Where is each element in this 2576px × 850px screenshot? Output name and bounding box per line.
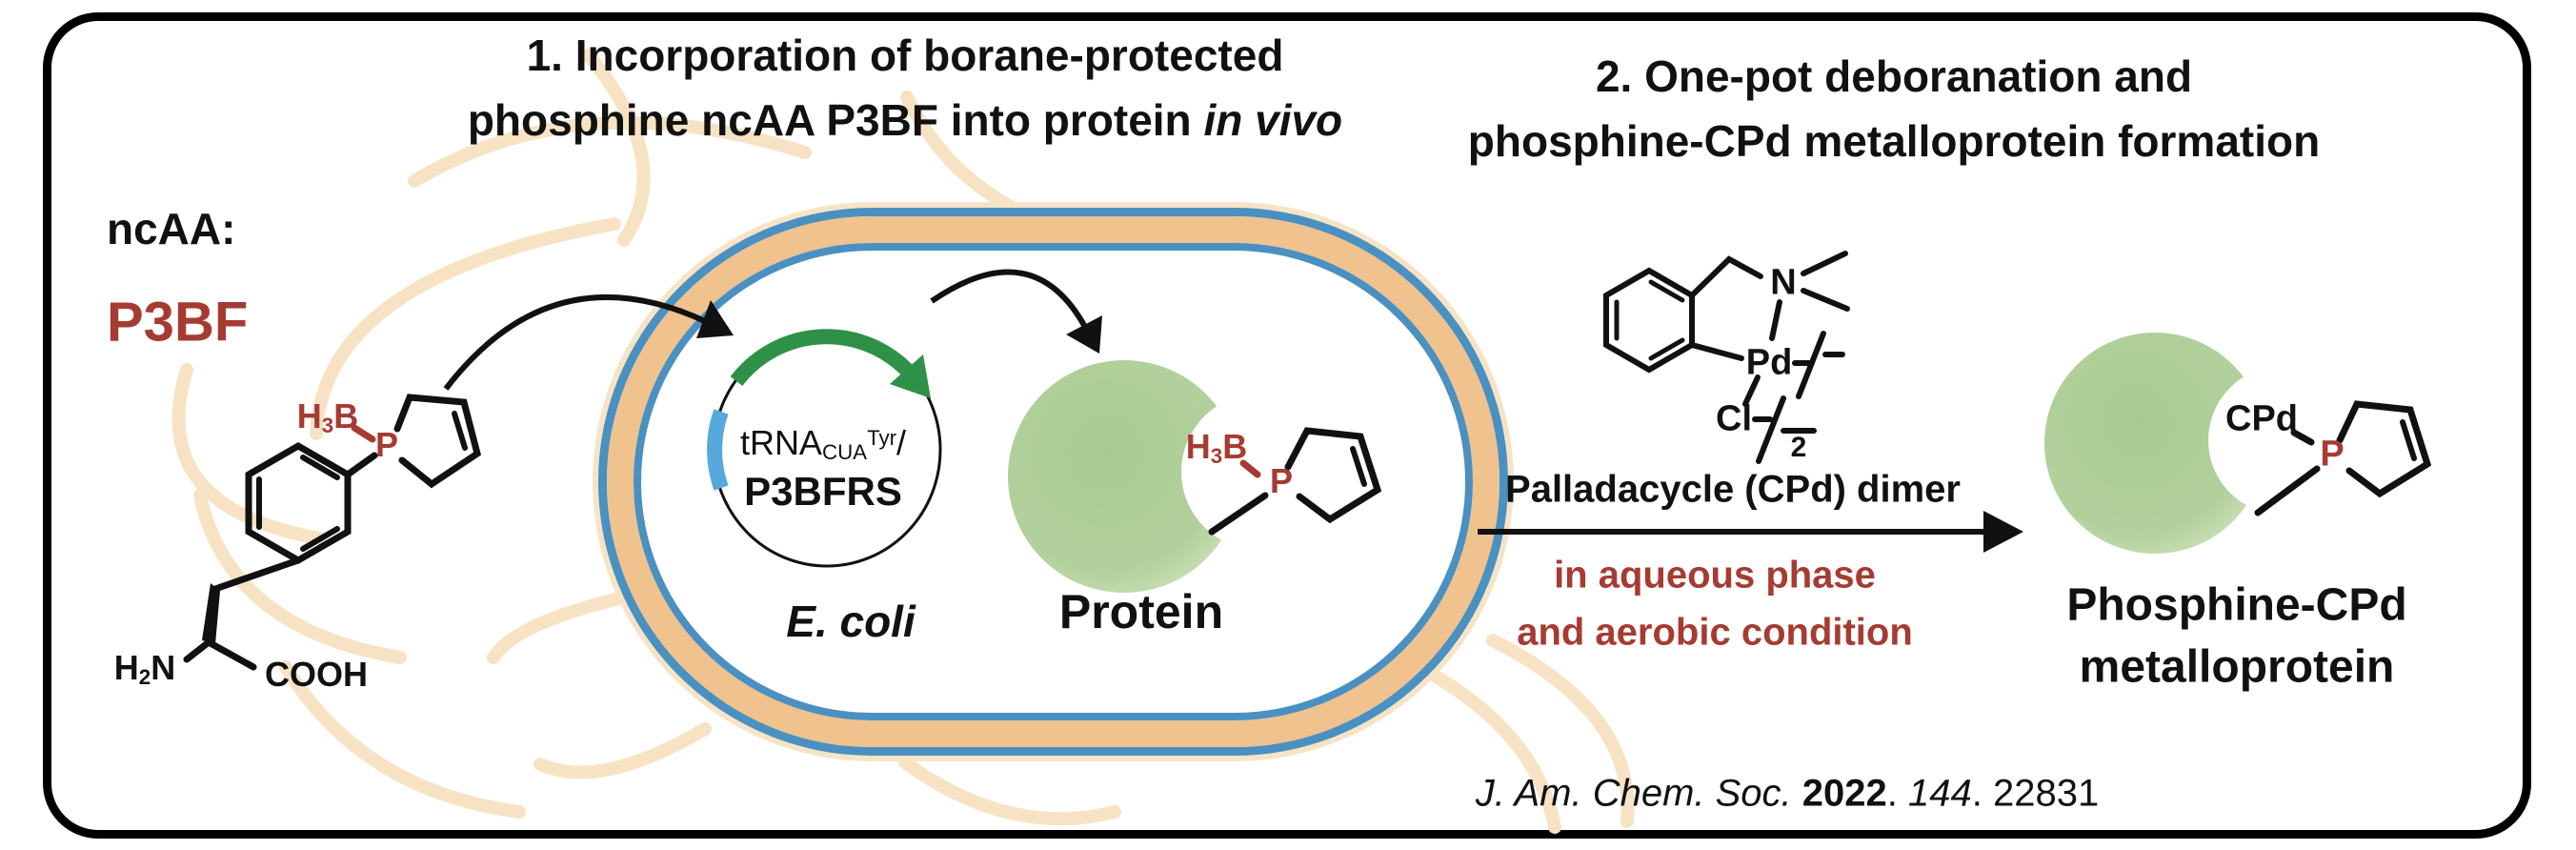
flagella-curves xyxy=(171,49,1635,834)
ecoli-label: E. coli xyxy=(786,597,916,646)
product-phosphine-drawing xyxy=(2254,400,2432,516)
protein-blob xyxy=(1008,360,1338,593)
step1-line2-invivo: in vivo xyxy=(1203,95,1343,145)
reaction-condition-line1: in aqueous phase xyxy=(1554,554,1876,597)
ncaa-acid-label: COOH xyxy=(265,655,368,694)
palladacycle-dimer-subscript: 2 xyxy=(1790,432,1807,463)
step2-title-line2: phosphine-CPd metalloprotein formation xyxy=(1467,116,2321,166)
outer-border xyxy=(43,12,2531,839)
plasmid-trna-label: tRNACUATyr/ xyxy=(739,423,907,464)
step2-title-line1: 2. One-pot deboranation and xyxy=(1595,51,2193,101)
protein-phosphorus-label: P xyxy=(1269,461,1294,500)
step1-title-line2: phosphine ncAA P3BF into protein in vivo xyxy=(468,94,1342,146)
palladacycle-chloride-label: Cl xyxy=(1716,398,1752,439)
arrow-ncaa-to-plasmid xyxy=(443,294,734,391)
palladacycle-drawing xyxy=(1603,251,1850,464)
plasmid-gene-arrowhead xyxy=(890,354,931,398)
plasmid-map xyxy=(707,329,942,568)
palladacycle-nitrogen-label: N xyxy=(1770,262,1797,303)
step1-line2-main: phosphine ncAA P3BF into protein xyxy=(467,95,1192,145)
arrow-plasmid-to-protein xyxy=(930,269,1102,354)
ncaa-amine-label: H2N xyxy=(113,648,176,689)
ncaa-structure-drawing xyxy=(183,394,482,671)
plasmid-synthetase-label: P3BFRS xyxy=(744,469,902,514)
citation-volume: 144 xyxy=(1908,772,1972,815)
ncaa-label: ncAA: xyxy=(107,204,236,253)
plasmid-marker-arc xyxy=(707,409,729,491)
protein-phosphine-drawing xyxy=(1208,427,1382,536)
citation-journal: J. Am. Chem. Soc. xyxy=(1475,772,1792,815)
product-phosphorus-label: P xyxy=(2320,434,2345,475)
citation: J. Am. Chem. Soc. 2022. 144. 22831 xyxy=(1475,772,2100,815)
ncaa-name: P3BF xyxy=(107,291,249,354)
reaction-reagent-label: Palladacycle (CPd) dimer xyxy=(1505,468,1961,511)
protein-borane-label: H3B xyxy=(1185,427,1248,468)
step1-title-line1: 1. Incorporation of borane-protected xyxy=(526,30,1284,80)
plasmid-gene-arc xyxy=(730,329,920,386)
product-name-line2: metalloprotein xyxy=(2079,641,2395,693)
reaction-arrow xyxy=(1478,511,2023,553)
citation-page: 22831 xyxy=(1993,772,2100,815)
ncaa-borane-label: H3B xyxy=(296,396,359,437)
protein-label: Protein xyxy=(1058,585,1224,638)
product-cpd-label: CPd xyxy=(2225,398,2298,439)
product-name-line1: Phosphine-CPd xyxy=(2066,579,2407,631)
outer-membrane xyxy=(598,208,1508,756)
reaction-condition-line2: and aerobic condition xyxy=(1517,611,1913,654)
citation-year: 2022 xyxy=(1801,772,1887,815)
ncaa-phosphorus-label: P xyxy=(374,425,399,464)
palladacycle-palladium-label: Pd xyxy=(1745,342,1793,383)
metalloprotein-blob xyxy=(2044,333,2357,554)
